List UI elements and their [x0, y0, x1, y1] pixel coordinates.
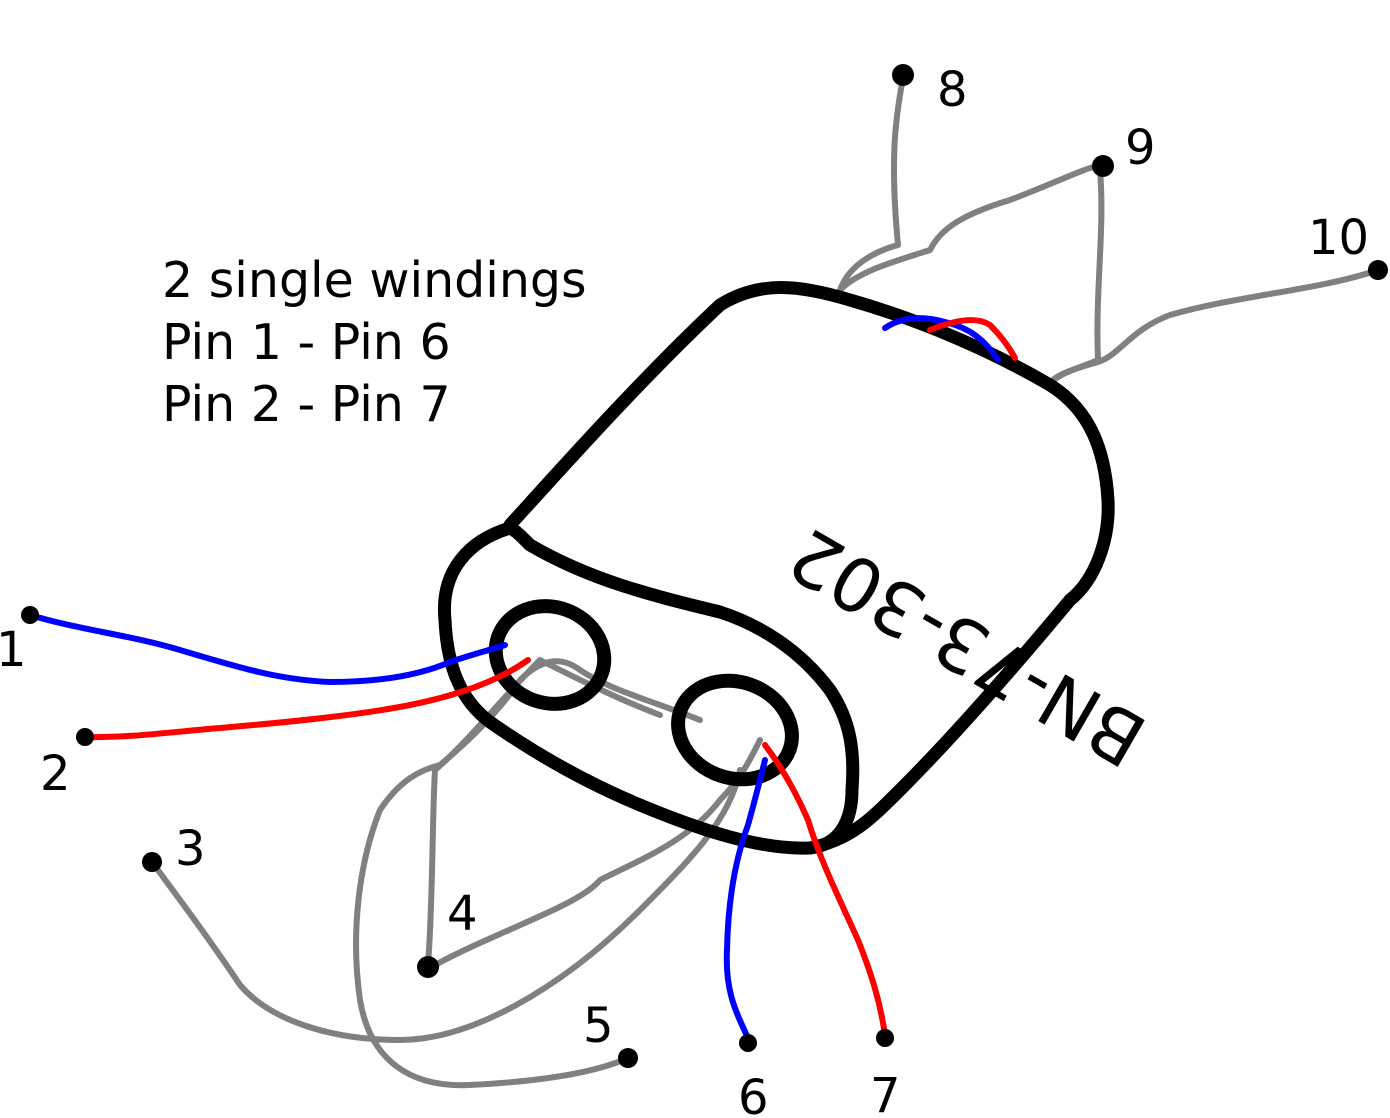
pin-labels: 1 2 3 4 5 6 7 8 9 10 — [0, 62, 1369, 1118]
pin-6-label: 6 — [738, 1070, 769, 1118]
pin-9-dot — [1092, 155, 1114, 177]
winding-note: 2 single windings Pin 1 - Pin 6 Pin 2 - … — [162, 250, 587, 436]
pin-8-dot — [892, 64, 914, 86]
wire-pin3 — [149, 767, 743, 1043]
winding-red-pin2 — [82, 657, 531, 741]
pin-7-label: 7 — [870, 1068, 901, 1118]
pin-8-label: 8 — [937, 62, 968, 118]
core-outline — [503, 281, 1115, 855]
pin-4-dot — [417, 956, 439, 978]
winding-red-pin7 — [762, 742, 888, 1038]
core-hole-right — [671, 673, 799, 787]
pin-6-dot — [739, 1034, 757, 1052]
pin-5-label: 5 — [583, 998, 614, 1054]
pin-terminals — [21, 64, 1388, 1068]
pin-5-dot — [618, 1048, 638, 1068]
pin-10-dot — [1368, 260, 1388, 280]
winding-blue-pin1 — [27, 612, 508, 685]
wire-pin9 — [1045, 167, 1105, 388]
pin-2-label: 2 — [40, 746, 71, 802]
pin-1-label: 1 — [0, 622, 27, 678]
wire-pin8 — [837, 75, 1103, 293]
wire-pin10 — [1045, 267, 1381, 388]
core-front-face — [437, 521, 860, 855]
core-hole-left — [488, 599, 612, 711]
winding-red-top — [927, 317, 1018, 361]
windings — [27, 315, 1018, 1041]
note-line-1: 2 single windings — [162, 252, 587, 309]
gray-wires — [149, 75, 1381, 1089]
pin-1-dot — [21, 606, 39, 624]
pin-3-dot — [142, 852, 162, 872]
pin-10-label: 10 — [1308, 210, 1369, 266]
pin-9-label: 9 — [1125, 120, 1156, 176]
note-line-3: Pin 2 - Pin 7 — [162, 376, 451, 433]
pin-7-dot — [876, 1029, 894, 1047]
note-line-2: Pin 1 - Pin 6 — [162, 314, 451, 371]
wire-pin5 — [353, 658, 703, 1089]
pin-4-label: 4 — [447, 886, 478, 942]
pin-3-label: 3 — [175, 821, 206, 877]
pin-2-dot — [76, 728, 94, 746]
winding-blue-pin6 — [723, 757, 768, 1041]
